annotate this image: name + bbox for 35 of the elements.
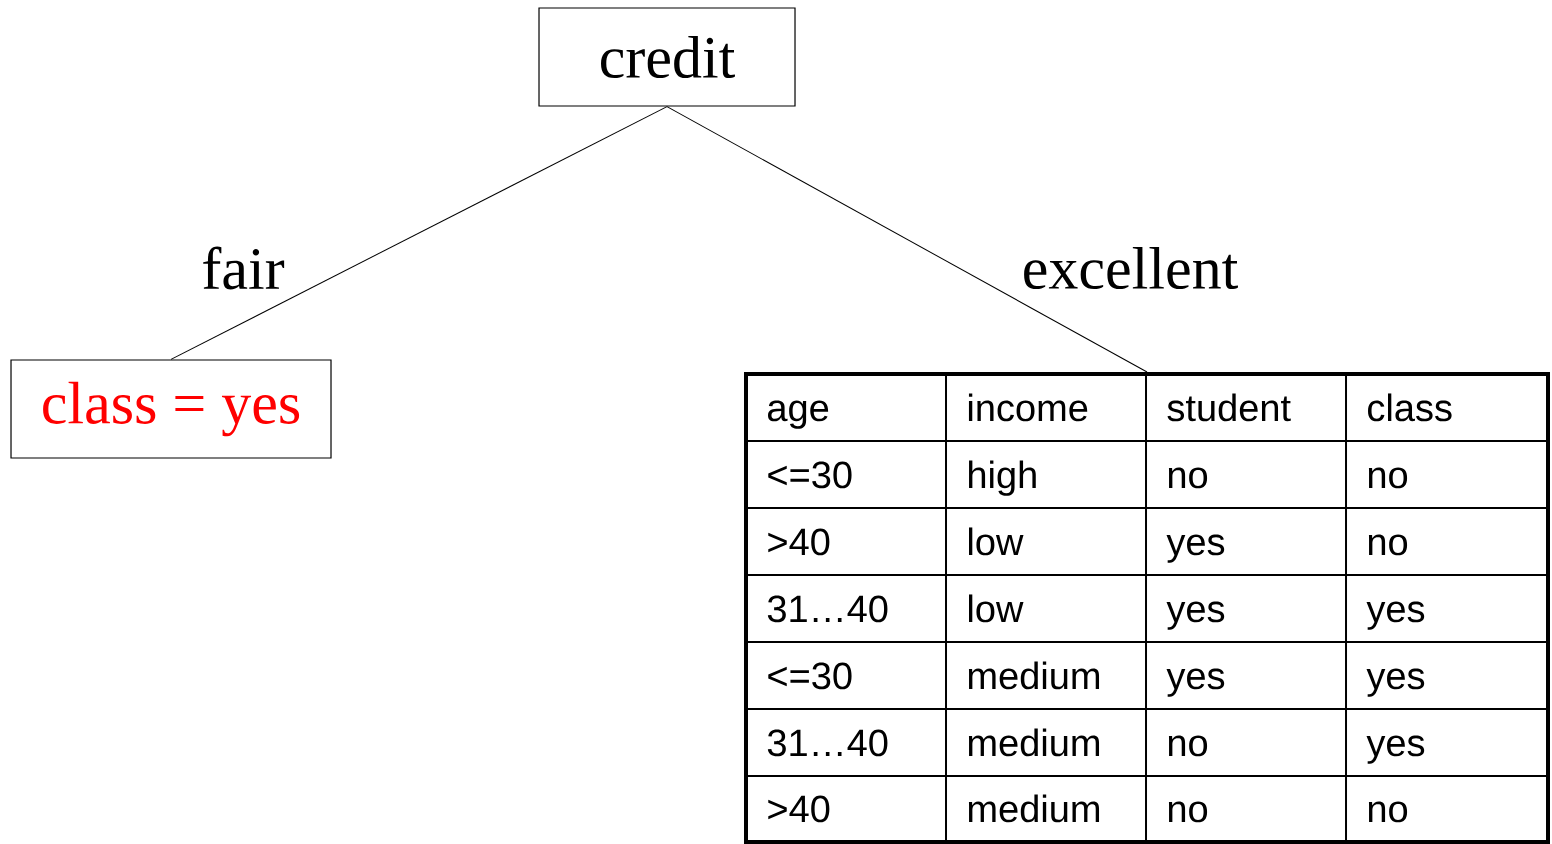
table-entry: low	[969, 594, 1024, 623]
table-entry: no	[1368, 467, 1408, 489]
leaf-box: class = yes	[10, 359, 332, 459]
table-entry: <=30	[768, 662, 852, 690]
table-entry: no	[1368, 534, 1408, 556]
edge-label: fair	[203, 246, 285, 290]
table-entry: no	[1168, 467, 1208, 489]
table-entry: medium	[968, 728, 1099, 757]
table-entry: high	[969, 460, 1036, 496]
table-entry: no	[1168, 801, 1208, 823]
table-entry: no	[1368, 801, 1408, 823]
connector-line	[170, 106, 668, 360]
data-table	[744, 372, 1550, 844]
table-entry: <=30	[768, 461, 852, 489]
table-entry: yes	[1366, 601, 1425, 630]
table-entry: yes	[1166, 534, 1225, 563]
decision-box: credit	[538, 7, 796, 107]
table-entry: yes	[1166, 668, 1225, 697]
table-entry: age	[768, 400, 829, 429]
table-entry: income	[968, 393, 1088, 422]
table-entry: 31…40	[767, 595, 888, 623]
table-entry: class	[1368, 393, 1452, 422]
table-entry: yes	[1366, 668, 1425, 697]
table-entry: >40	[768, 795, 830, 823]
table-entry: no	[1168, 735, 1208, 757]
connector-line	[666, 106, 1148, 373]
table-entry: >40	[768, 528, 830, 556]
table-entry: student	[1167, 393, 1291, 422]
table-entry: medium	[968, 661, 1099, 690]
table-entry: yes	[1166, 601, 1225, 630]
table-entry: yes	[1366, 735, 1425, 764]
table-entry: low	[969, 527, 1024, 556]
table-entry: 31…40	[767, 729, 888, 757]
edge-label: excellent	[1024, 246, 1238, 290]
table-entry: medium	[968, 794, 1099, 823]
